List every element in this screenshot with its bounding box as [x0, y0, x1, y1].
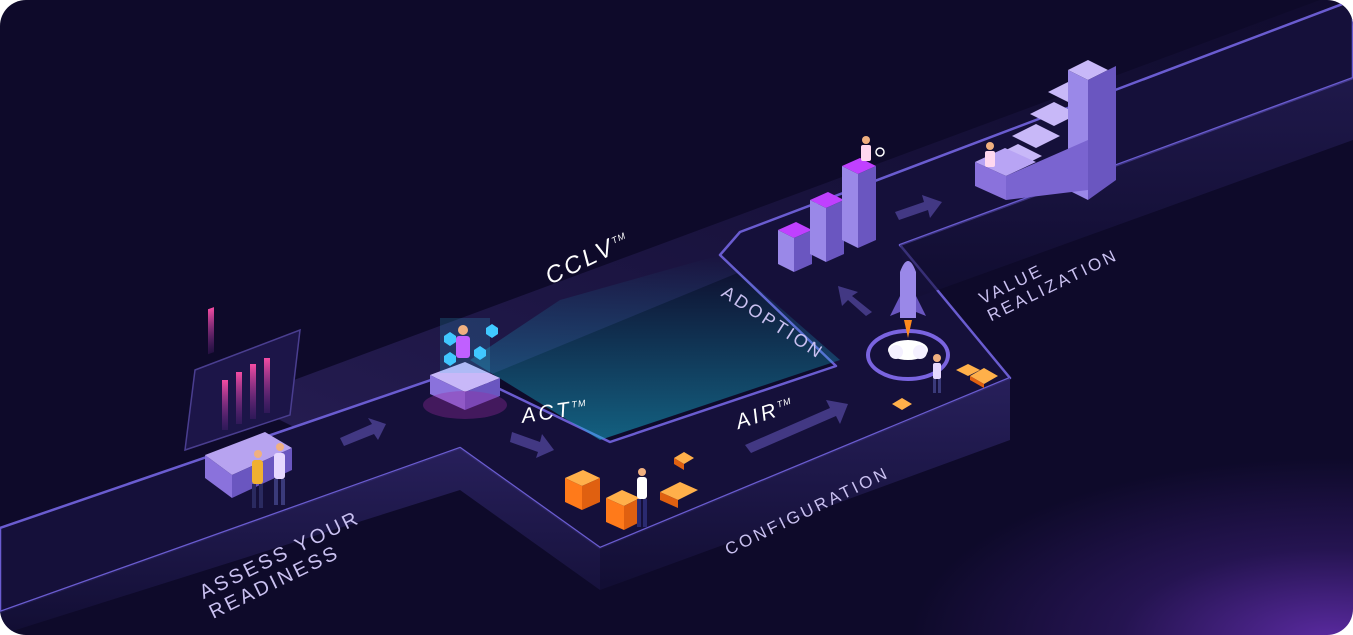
- journey-diagram: CCLVTM ACTTM AIRTM ASSESS YOUR READINESS…: [0, 0, 1353, 635]
- journey-illustration: [0, 0, 1353, 635]
